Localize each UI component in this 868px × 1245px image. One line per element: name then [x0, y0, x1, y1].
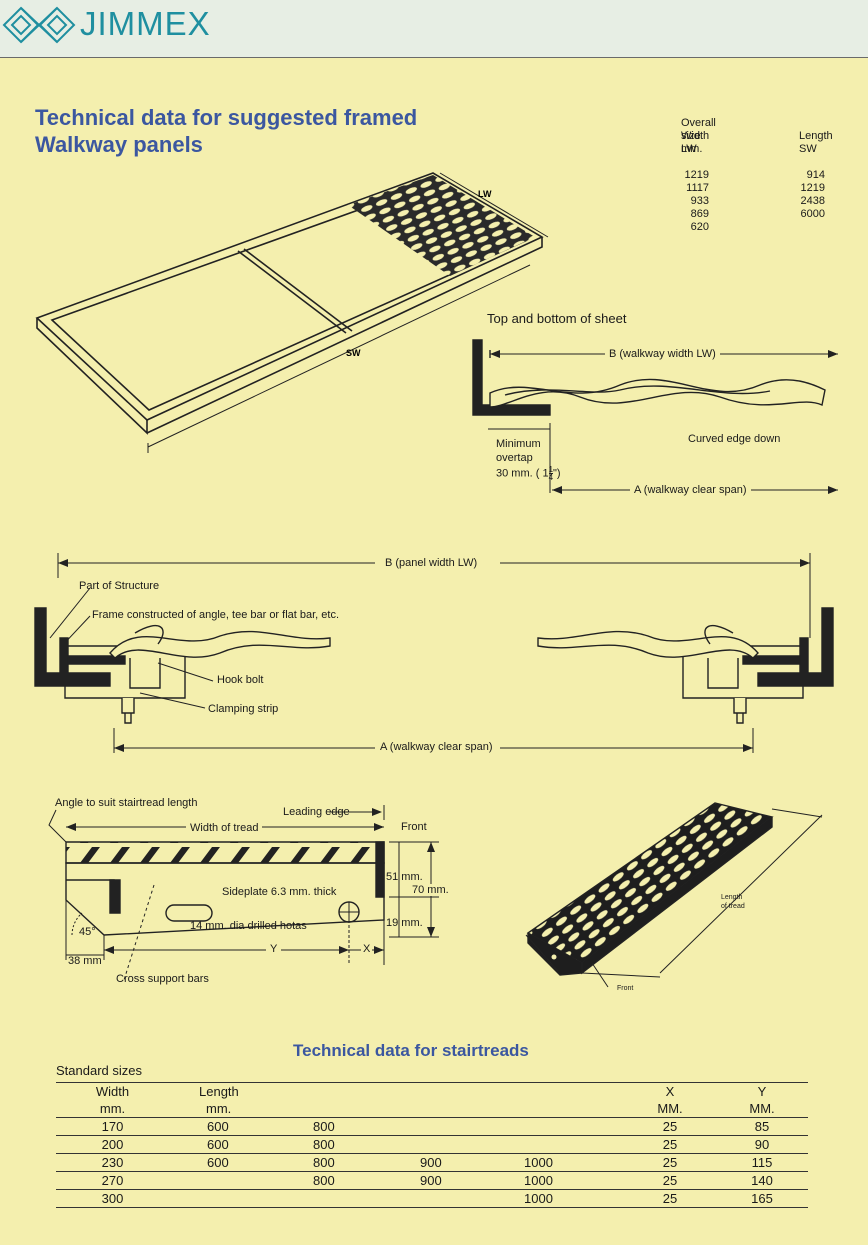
- structure-label: Part of Structure: [79, 580, 160, 592]
- angle-label: Angle to suit stairtread length: [55, 797, 198, 809]
- stairtread-perspective-drawing: [525, 802, 823, 988]
- front-label-perspective: Front: [617, 985, 634, 992]
- clear-span-label-top: A (walkway clear span): [630, 484, 751, 496]
- leading-edge-label: Leading edge: [283, 806, 350, 818]
- tread-width-label: Width of tread: [186, 822, 263, 834]
- stairtread-table: Width Length X Y mm. mm. MM. MM. 170 600…: [56, 1082, 808, 1208]
- table-row: 170 600 800 25 85: [56, 1117, 808, 1136]
- dim-19-label: 19 mm.: [386, 917, 423, 929]
- table-row: 300 1000 25 165: [56, 1189, 808, 1208]
- hook-bolt-label: Hook bolt: [217, 674, 264, 686]
- stairtread-section-drawing: [48, 805, 439, 981]
- min-overtap-label-2: overtap: [496, 452, 533, 464]
- tread-length-label-2: of tread: [721, 903, 745, 910]
- table-row: 200 600 800 25 90: [56, 1135, 808, 1154]
- dim-y-label: Y: [266, 943, 282, 955]
- dim-38-label: 38 mm: [68, 955, 102, 967]
- clear-span-label-bottom: A (walkway clear span): [380, 741, 493, 753]
- table-unit-row: mm. mm. MM. MM.: [56, 1100, 808, 1118]
- dim-51-label: 51 mm.: [386, 871, 423, 883]
- brand-name: JIMMEX: [80, 5, 211, 42]
- angle-45-label: 45°: [79, 926, 96, 938]
- walkway-width-label: B (walkway width LW): [605, 348, 720, 360]
- lw-label: LW: [478, 189, 492, 199]
- header-bar: JIMMEX: [0, 0, 868, 58]
- curved-edge-label: Curved edge down: [688, 433, 781, 445]
- standard-sizes-label: Standard sizes: [56, 1063, 142, 1078]
- walkway-panel-drawing: LW SW: [35, 172, 549, 453]
- dim-x-label: X: [361, 943, 373, 955]
- table-row: 230 600 800 900 1000 25 115: [56, 1153, 808, 1172]
- panel-width-label: B (panel width LW): [385, 557, 478, 569]
- sw-label: SW: [346, 348, 361, 358]
- table-row: 270 800 900 1000 25 140: [56, 1171, 808, 1190]
- clamping-strip-label: Clamping strip: [208, 703, 279, 715]
- panel-section-drawing: [34, 553, 834, 753]
- jimmex-logo-icon: [2, 6, 76, 44]
- stairtread-title: Technical data for stairtreads: [293, 1041, 529, 1060]
- tread-length-label-1: Length: [721, 894, 743, 901]
- page-title: Technical data for suggested framed Walk…: [35, 105, 418, 157]
- cross-bars-label: Cross support bars: [116, 973, 209, 985]
- frame-label: Frame constructed of angle, tee bar or f…: [92, 609, 340, 621]
- holes-label: 14 mm. dia drilled hotas: [190, 920, 307, 932]
- dim-70-label: 70 mm.: [412, 884, 449, 896]
- front-label: Front: [401, 821, 427, 833]
- min-overtap-label-1: Minimum: [496, 438, 541, 450]
- sheet-heading: Top and bottom of sheet: [487, 311, 627, 326]
- table-header-row: Width Length X Y: [56, 1082, 808, 1100]
- sideplate-label: Sideplate 6.3 mm. thick: [222, 886, 337, 898]
